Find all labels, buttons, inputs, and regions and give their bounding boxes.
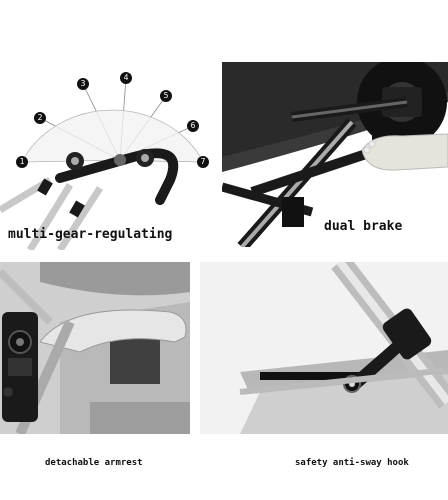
brake-photo: [222, 62, 448, 247]
caption-dual-brake: dual brake: [320, 217, 407, 236]
armrest-photo: [0, 262, 190, 434]
panel-anti-sway-hook: [200, 262, 448, 434]
caption-gear-regulating: multi-gear-regulating: [8, 227, 173, 242]
gear-marker-5: 5: [160, 90, 172, 102]
gear-marker-6: 6: [187, 120, 199, 132]
gear-marker-2: 2: [34, 112, 46, 124]
handle-gear-diagram: [0, 77, 204, 250]
gear-marker-4: 4: [120, 72, 132, 84]
hook-photo: [200, 262, 448, 434]
panel-gear-regulating: 1 2 3 4 5 6 7: [0, 60, 220, 250]
gear-marker-3: 3: [77, 78, 89, 90]
caption-anti-sway-hook: safety anti-sway hook: [295, 458, 409, 468]
caption-detachable-armrest: detachable armrest: [45, 458, 143, 468]
gear-marker-1: 1: [16, 156, 28, 168]
panel-detachable-armrest: [0, 262, 190, 434]
gear-marker-7: 7: [197, 156, 209, 168]
panel-dual-brake: [222, 62, 448, 247]
